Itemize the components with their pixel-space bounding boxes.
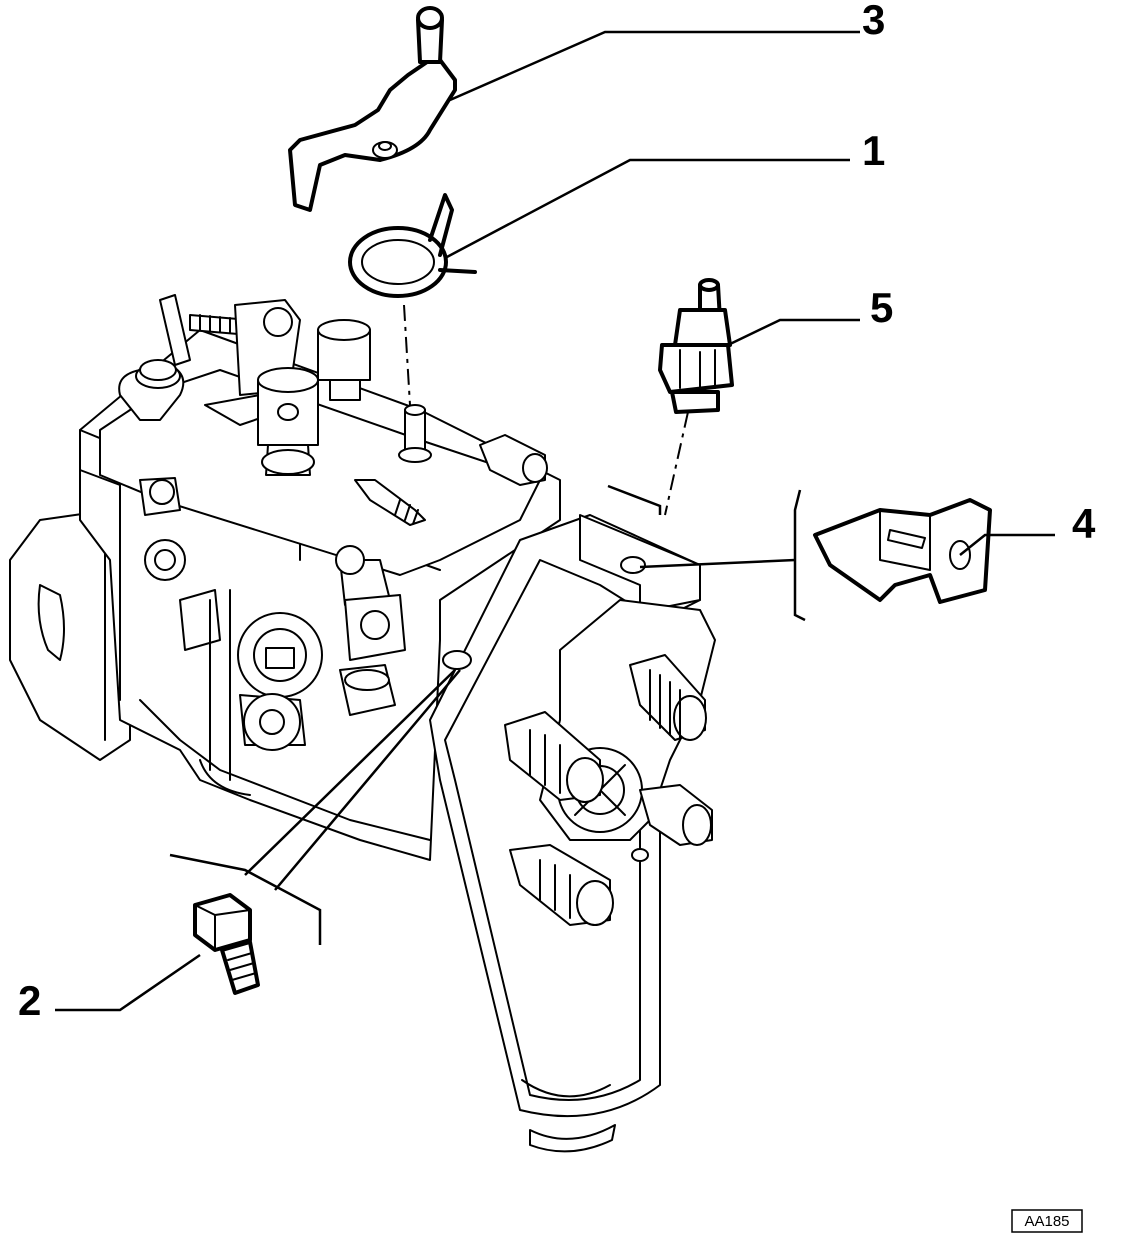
leader-lines: [55, 30, 1055, 1012]
injection-pump-body: [9, 294, 561, 861]
reference-code-box: AA185: [1011, 1209, 1083, 1233]
part-3-lever-bracket: [288, 6, 457, 212]
part-5-sensor: [658, 278, 734, 414]
assembly-axes: [403, 304, 689, 516]
callout-1: 1: [862, 127, 885, 174]
group-braces: [169, 484, 806, 945]
pump-head-outlets: [504, 599, 716, 926]
callout-2: 2: [18, 977, 41, 1024]
part-1-torsion-spring: [348, 193, 477, 298]
callout-5: 5: [870, 284, 893, 331]
part-4-clip: [813, 498, 992, 604]
callout-4: 4: [1072, 500, 1096, 547]
callout-3: 3: [862, 0, 885, 43]
callout-labels: 3 1 5 4 2: [18, 0, 1096, 1024]
part-2-bolt: [193, 893, 260, 995]
reference-code: AA185: [1024, 1213, 1069, 1230]
